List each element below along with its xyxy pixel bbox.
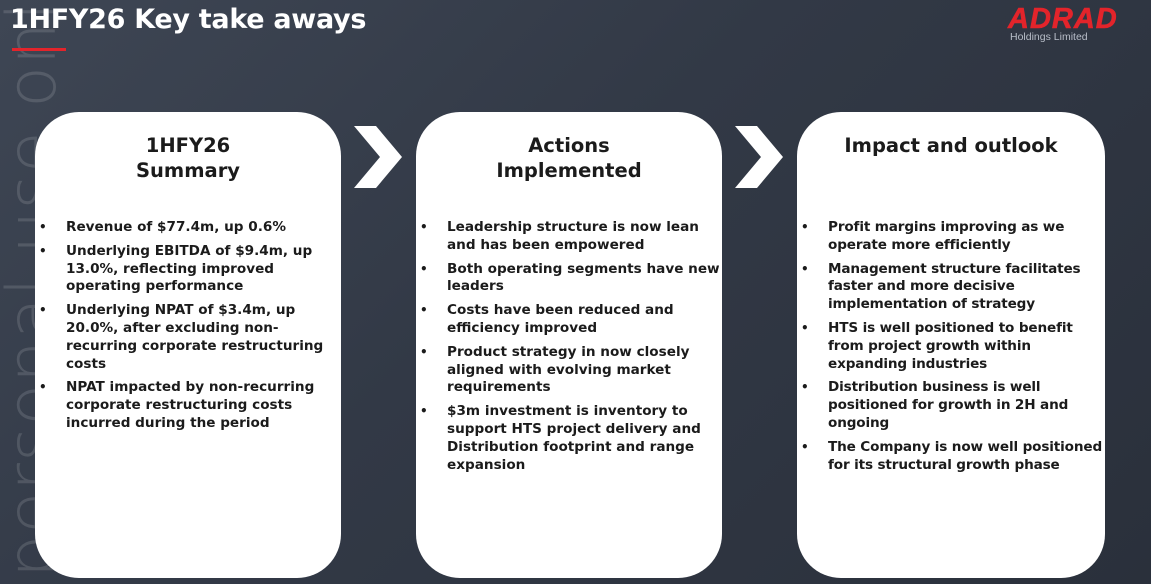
logo-subtitle: Holdings Limited bbox=[1010, 31, 1088, 43]
bullet-text: Product strategy in now closely aligned … bbox=[447, 343, 690, 396]
actions-card: Actions Implemented • Leadership structur… bbox=[416, 112, 722, 578]
bullet-dot: • bbox=[420, 404, 428, 419]
bullet-text: Leadership structure is now lean and has… bbox=[447, 219, 699, 253]
bullet-text: The Company is now well positioned for i… bbox=[828, 438, 1103, 473]
chevron-right-icon bbox=[354, 126, 402, 188]
bullet-item: • NPAT impacted by non-recurring corporat… bbox=[35, 379, 341, 432]
slide-title: 1HFY26 Key take aways bbox=[10, 4, 367, 35]
bullet-text: Both operating segments have new leaders bbox=[447, 260, 720, 295]
bullet-dot: • bbox=[39, 303, 47, 318]
bullet-list: • Profit margins improving as we operate … bbox=[797, 219, 1105, 480]
bullet-item: • Management structure facilitates faster… bbox=[797, 261, 1105, 314]
impact-card: Impact and outlook • Profit margins impro… bbox=[797, 112, 1105, 578]
bullet-dot: • bbox=[420, 220, 428, 234]
bullet-dot: • bbox=[420, 344, 428, 359]
bullet-text: Costs have been reduced and efficiency i… bbox=[447, 302, 674, 336]
bullet-text: Revenue of $77.4m, up 0.6% bbox=[66, 219, 286, 235]
bullet-item: • The Company is now well positioned for … bbox=[797, 439, 1105, 475]
bullet-list: • Revenue of $77.4m, up 0.6% • Underlying … bbox=[35, 219, 341, 439]
bullet-text: Distribution business is well positioned… bbox=[828, 379, 1069, 431]
bullet-dot: • bbox=[801, 320, 809, 335]
logo-wordmark: ADRAD bbox=[1008, 3, 1118, 36]
bullet-item: • Underlying EBITDA of $9.4m, up 13.0%, r… bbox=[35, 243, 341, 296]
bullet-text: $3m investment is inventory to support H… bbox=[447, 403, 701, 473]
bullet-item: • $3m investment is inventory to support … bbox=[416, 403, 722, 474]
bullet-item: • Revenue of $77.4m, up 0.6% bbox=[35, 219, 341, 237]
bullet-dot: • bbox=[420, 261, 428, 276]
bullet-text: Underlying NPAT of $3.4m, up 20.0%, afte… bbox=[66, 302, 324, 372]
bullet-dot: • bbox=[801, 261, 809, 276]
bullet-text: Underlying EBITDA of $9.4m, up 13.0%, re… bbox=[66, 242, 313, 295]
bullet-item: • Costs have been reduced and efficiency … bbox=[416, 302, 722, 338]
card-title: 1HFY26 Summary bbox=[135, 134, 241, 182]
bullet-dot: • bbox=[801, 380, 809, 395]
card-title: Actions Implemented bbox=[496, 134, 642, 182]
bullet-item: • Underlying NPAT of $3.4m, up 20.0%, aft… bbox=[35, 302, 341, 373]
bullet-list: • Leadership structure is now lean and ha… bbox=[416, 219, 722, 480]
bullet-item: • Leadership structure is now lean and ha… bbox=[416, 219, 722, 255]
bullet-text: NPAT impacted by non-recurring corporate… bbox=[66, 379, 315, 431]
card-title: Impact and outlook bbox=[844, 134, 1058, 157]
bullet-item: • Product strategy in now closely aligned… bbox=[416, 344, 722, 397]
bullet-item: • Both operating segments have new leader… bbox=[416, 261, 722, 297]
bullet-dot: • bbox=[420, 303, 428, 318]
chevron-right-icon bbox=[735, 126, 783, 188]
bullet-item: • HTS is well positioned to benefit from … bbox=[797, 320, 1105, 373]
bullet-dot: • bbox=[39, 243, 47, 258]
bullet-dot: • bbox=[39, 380, 47, 395]
bullet-text: Profit margins improving as we operate m… bbox=[828, 219, 1065, 253]
bullet-item: • Distribution business is well positione… bbox=[797, 379, 1105, 432]
bullet-text: Management structure facilitates faster … bbox=[828, 260, 1081, 313]
bullet-dot: • bbox=[39, 220, 47, 234]
bullet-dot: • bbox=[801, 220, 809, 234]
title-underline bbox=[12, 48, 66, 51]
bullet-text: HTS is well positioned to benefit from p… bbox=[828, 319, 1073, 372]
summary-card: 1HFY26 Summary • Revenue of $77.4m, up 0.… bbox=[35, 112, 341, 578]
bullet-item: • Profit margins improving as we operate … bbox=[797, 219, 1105, 255]
bullet-dot: • bbox=[801, 439, 809, 454]
company-logo: ADRAD Holdings Limited bbox=[1008, 3, 1150, 45]
